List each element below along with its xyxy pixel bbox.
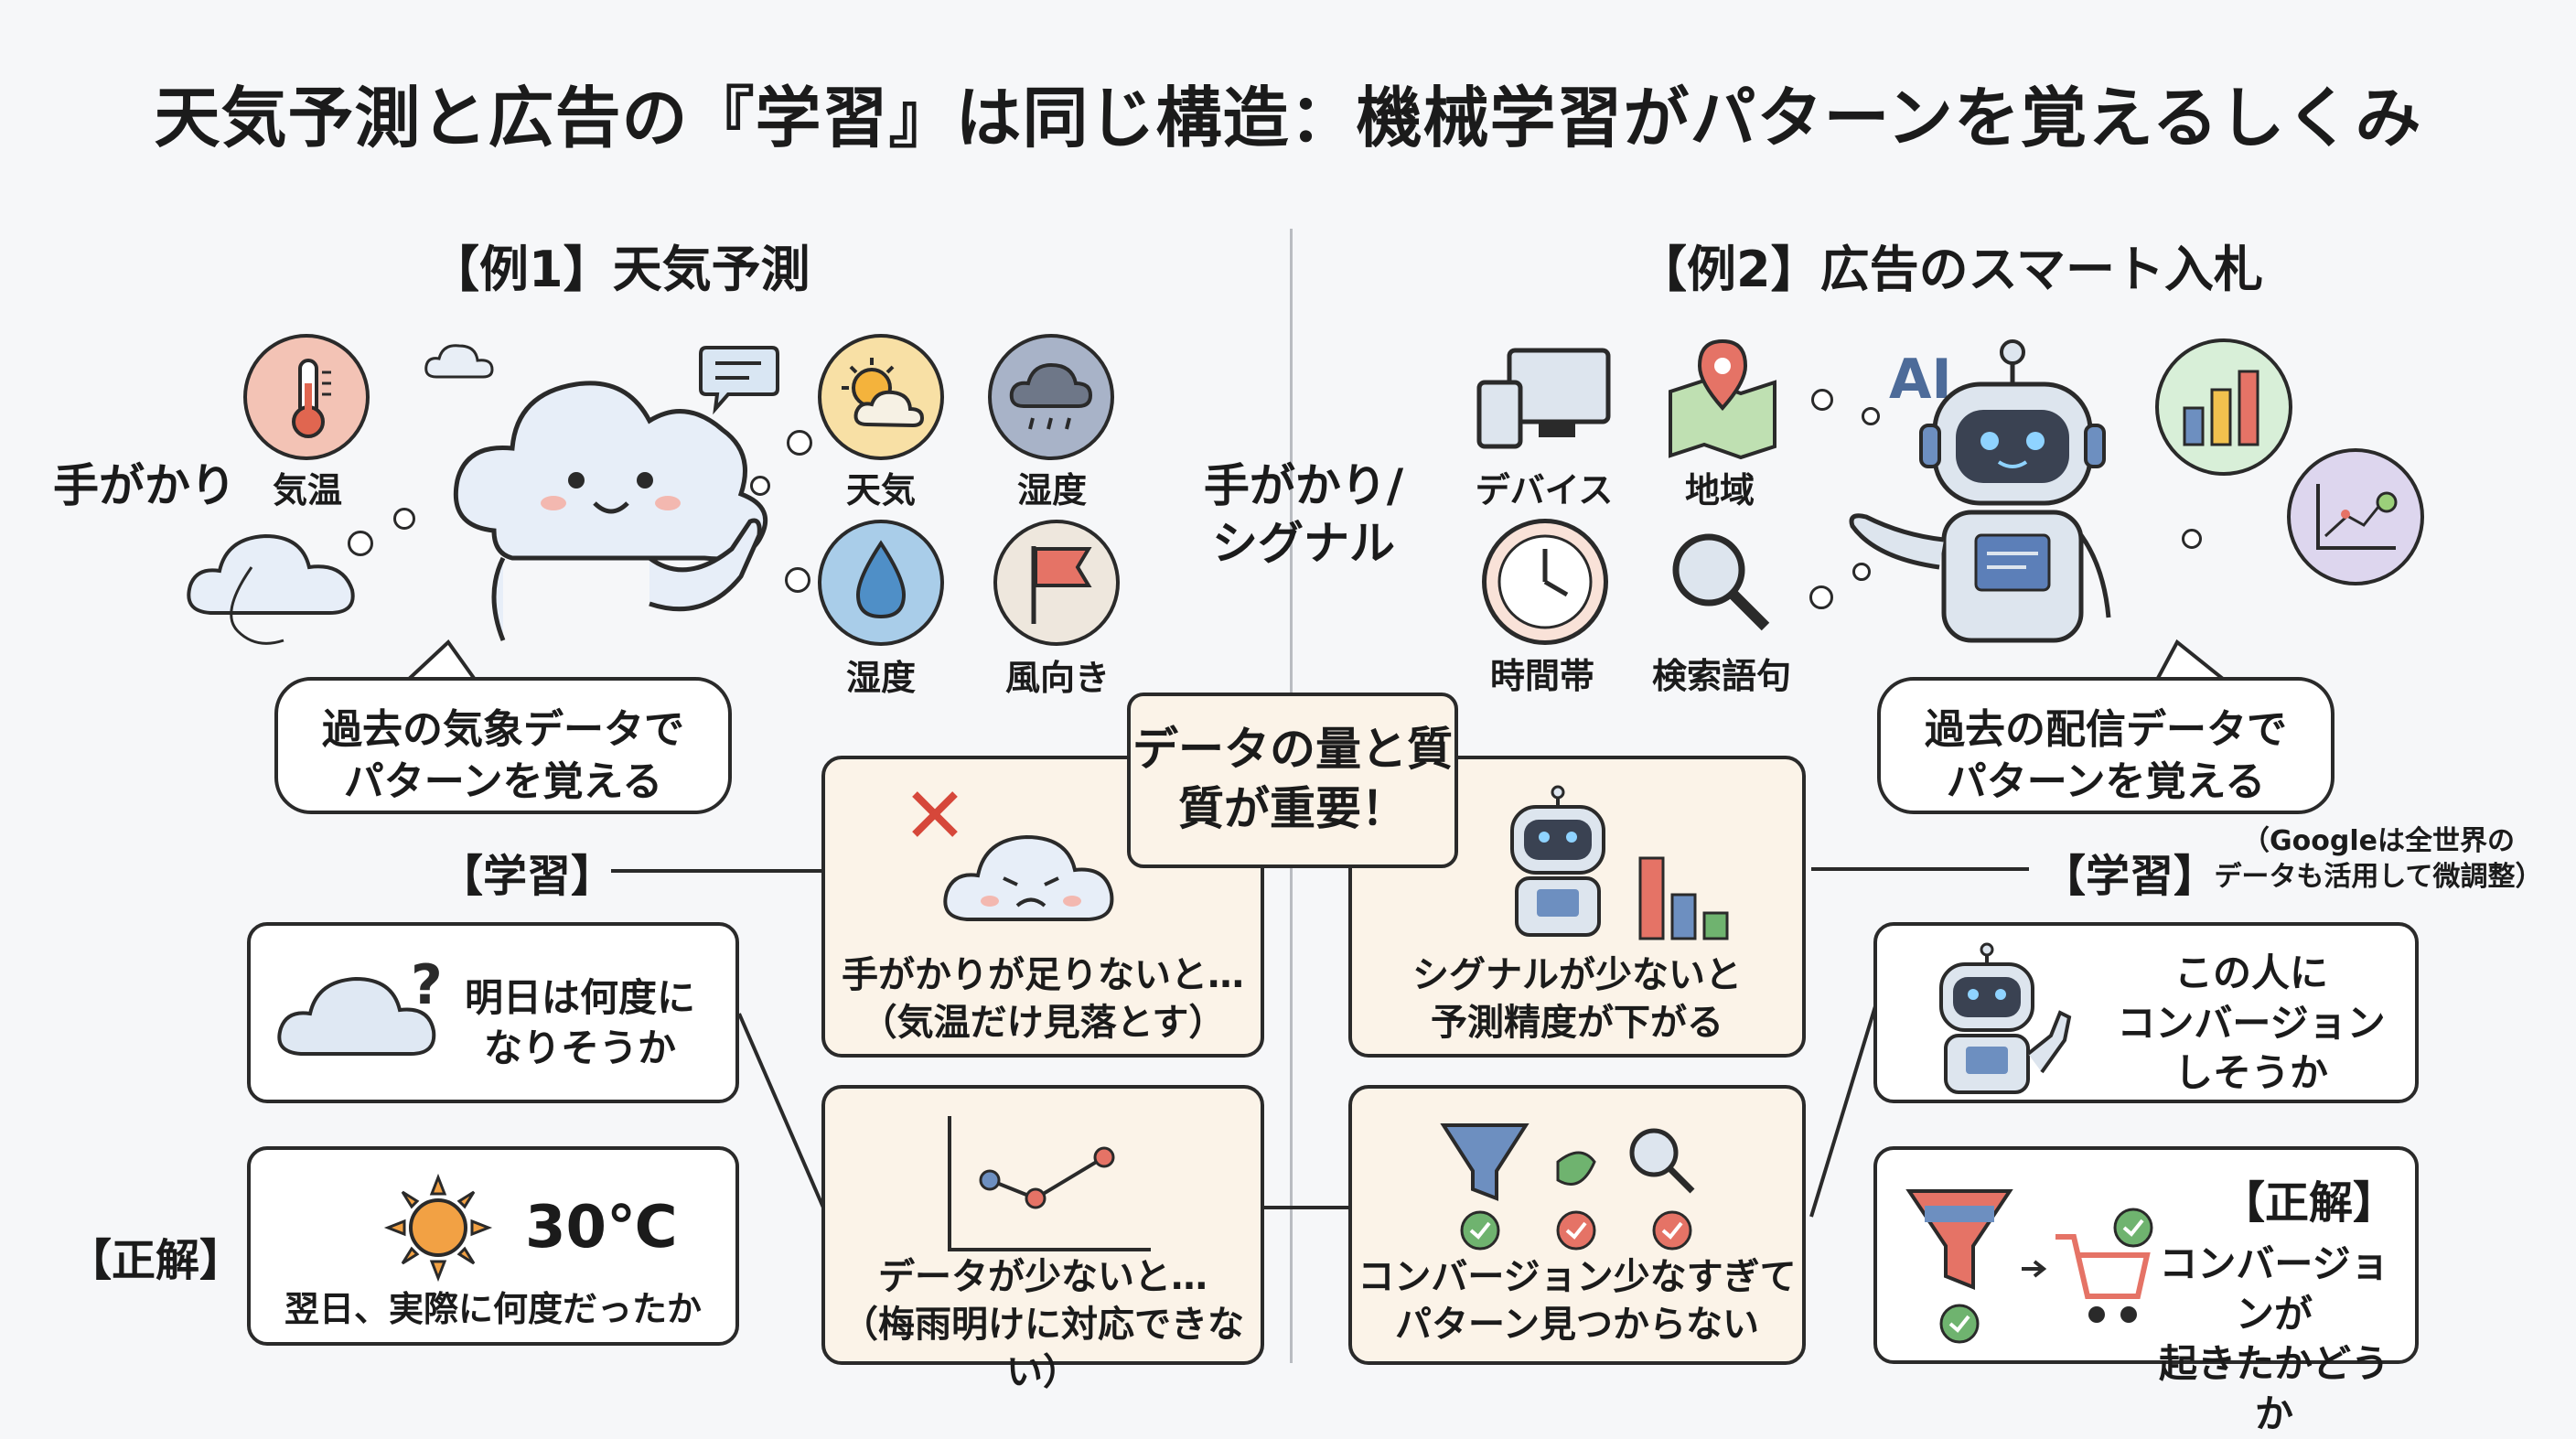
funnel-cart-icon: [1905, 1189, 2153, 1344]
humidity-label: 湿度: [1016, 470, 1087, 510]
cross-icon: [912, 791, 958, 837]
weather-answer-box: 30℃ 翌日、実際に何度だったか: [247, 1146, 739, 1346]
thought-dot: [1862, 407, 1880, 425]
line-chart-icon: [948, 1116, 1151, 1251]
center-box-3-text: データが少ないと… （梅雨明けに対応できない）: [842, 1256, 1244, 1393]
time-label: 時間帯: [1489, 656, 1594, 696]
ads-answer-text: コンバージョンが 起きたかどうか: [2158, 1241, 2389, 1436]
svg-text:?: ?: [411, 953, 443, 1017]
cloud-character-icon: [453, 381, 768, 641]
bar-chart-icon: [1638, 856, 1729, 940]
sad-cloud-icon: [943, 834, 1114, 921]
sun-cloud-icon: [818, 334, 944, 460]
map-pin-icon: [1669, 338, 1776, 460]
humidity2-label: 湿度: [845, 658, 916, 698]
speech-icon: [699, 346, 779, 415]
connector-lines: [737, 867, 2029, 1218]
small-cloud-icon: [424, 344, 494, 379]
ads-learning-label: 【学習】: [2042, 851, 2218, 902]
center-box-4: コンバージョン少なすぎて パターン見つからない: [1348, 1085, 1806, 1365]
robot-icon: [1510, 785, 1605, 937]
center-box-1-text: 手がかりが足りないと… （気温だけ見落とす）: [842, 954, 1244, 1044]
thermometer-icon: [243, 334, 370, 460]
scatter-chart-bubble-icon: [2287, 448, 2424, 585]
bar-chart-bubble-icon: [2155, 338, 2292, 476]
thought-dot: [1852, 563, 1871, 581]
robot-small-icon: [1939, 942, 2072, 1094]
center-box-2-text: シグナルが少ないと 予測精度が下がる: [1412, 954, 1742, 1044]
ai-label: AI: [1889, 348, 1952, 412]
device-icon: [1476, 348, 1611, 449]
weather-bubble: 過去の気象データで パターンを覚える: [274, 677, 732, 814]
ads-answer-label: 【正解】: [2220, 1177, 2397, 1229]
thought-dot: [787, 430, 812, 456]
connector-line: [611, 869, 821, 873]
page-title: 天気予測と広告の『学習』は同じ構造：機械学習がパターンを覚えるしくみ: [154, 80, 2422, 156]
ads-question-text: この人に コンバージョン しそうか: [2117, 950, 2386, 1096]
rain-cloud-icon: [988, 334, 1114, 460]
center-title-box: データの量と質 質が重要！: [1127, 693, 1458, 868]
weather-answer-label: 【正解】: [68, 1235, 244, 1286]
ads-bubble-text: 過去の配信データで パターンを覚える: [1925, 706, 2287, 806]
weather-question-text: 明日は何度に なりそうか: [464, 975, 695, 1070]
weather-clue-label: 手がかり: [53, 459, 236, 512]
thought-dot: [2182, 529, 2202, 549]
google-note: （Googleは全世界の データも活用して微調整）: [2214, 825, 2543, 893]
center-box-4-text: コンバージョン少なすぎて パターン見つからない: [1358, 1256, 1797, 1346]
weather-question-box: ? 明日は何度に なりそうか: [247, 922, 739, 1103]
search-icon: [1672, 533, 1770, 631]
device-label: デバイス: [1475, 470, 1614, 510]
flag-icon: [993, 520, 1120, 646]
thought-dot: [348, 531, 373, 556]
ads-heading: 【例2】広告のスマート入札: [1637, 241, 2263, 298]
weather-answer-text: 翌日、実際に何度だったか: [284, 1289, 702, 1329]
funnel-check-icons: [1440, 1123, 1695, 1251]
wind-label: 風向き: [1004, 658, 1110, 698]
ads-answer-box: 【正解】 コンバージョンが 起きたかどうか: [1873, 1146, 2419, 1436]
ads-question-box: この人に コンバージョン しそうか: [1873, 922, 2419, 1103]
weather-bubble-text: 過去の気象データで パターンを覚える: [322, 706, 684, 806]
cloud-icon: [187, 533, 355, 645]
ads-clue-label: 手がかり/ シグナル: [1203, 459, 1404, 570]
region-label: 地域: [1684, 470, 1755, 510]
thought-dot: [1809, 585, 1833, 609]
temp-value: 30℃: [525, 1194, 678, 1262]
clock-icon: [1482, 519, 1608, 645]
search-label: 検索語句: [1651, 656, 1791, 696]
center-box-3: データが少ないと… （梅雨明けに対応できない）: [821, 1085, 1264, 1393]
robot-character-icon: [1849, 339, 2111, 643]
thought-dot: [1811, 389, 1833, 411]
thought-dot: [750, 476, 770, 496]
weather-heading: 【例1】天気予測: [430, 241, 810, 298]
sun-icon: [383, 1173, 493, 1283]
cloud-question-icon: ?: [277, 953, 443, 1056]
weather-label: 天気: [845, 470, 916, 510]
weather-learning-label: 【学習】: [439, 851, 616, 902]
thought-dot: [393, 508, 415, 530]
thought-dot: [785, 567, 810, 593]
center-title: データの量と質 質が重要！: [1132, 723, 1453, 835]
water-drop-icon: [818, 520, 944, 646]
ads-bubble: 過去の配信データで パターンを覚える: [1877, 677, 2334, 814]
temp-label: 気温: [272, 470, 342, 510]
